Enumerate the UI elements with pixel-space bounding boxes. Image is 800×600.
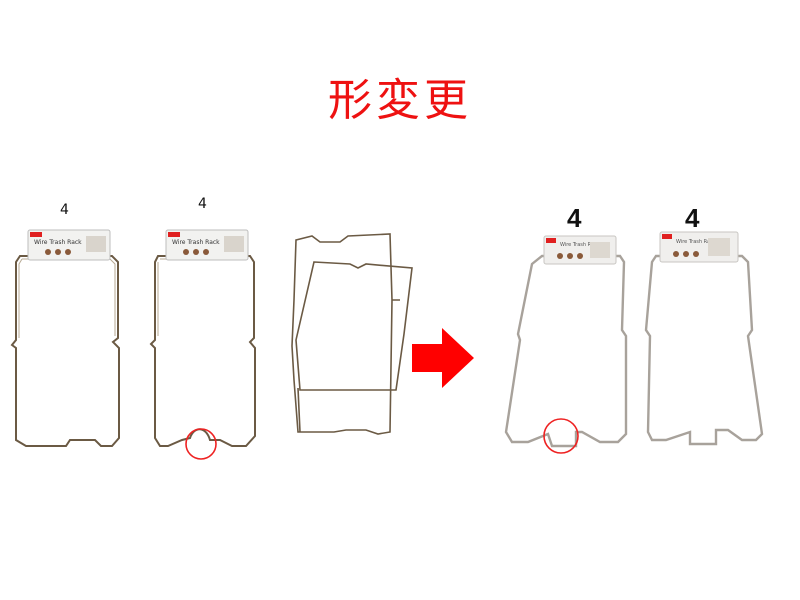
count-label-before-1: 4 bbox=[60, 202, 69, 218]
product-tag-before-1: Wire Trash Rack bbox=[27, 229, 111, 261]
page-title: 形変更 bbox=[328, 75, 472, 126]
product-tag-label-before-2: Wire Trash Rack bbox=[172, 239, 220, 246]
wire-rack-folded bbox=[291, 233, 413, 435]
product-tag-label-after-1: Wire Trash Rack bbox=[560, 242, 600, 248]
wire-rack-before-2 bbox=[149, 255, 256, 447]
wire-rack-before-1 bbox=[10, 255, 120, 447]
product-tag-before-2: Wire Trash Rack bbox=[165, 229, 249, 261]
wire-rack-after-1 bbox=[504, 254, 628, 448]
product-tag-label-after-2: Wire Trash Rack bbox=[676, 239, 716, 245]
circle-highlight-icon bbox=[185, 428, 217, 460]
count-label-after-1: 4 bbox=[567, 203, 582, 233]
count-label-after-2: 4 bbox=[685, 203, 700, 233]
product-tag-after-1: Wire Trash Rack bbox=[543, 235, 617, 265]
circle-highlight-icon bbox=[543, 418, 579, 454]
wire-rack-after-2 bbox=[644, 254, 764, 446]
product-tag-label-before-1: Wire Trash Rack bbox=[34, 239, 82, 246]
count-label-before-2: 4 bbox=[198, 196, 207, 212]
product-tag-after-2: Wire Trash Rack bbox=[659, 231, 739, 263]
right-arrow-icon bbox=[412, 328, 474, 388]
